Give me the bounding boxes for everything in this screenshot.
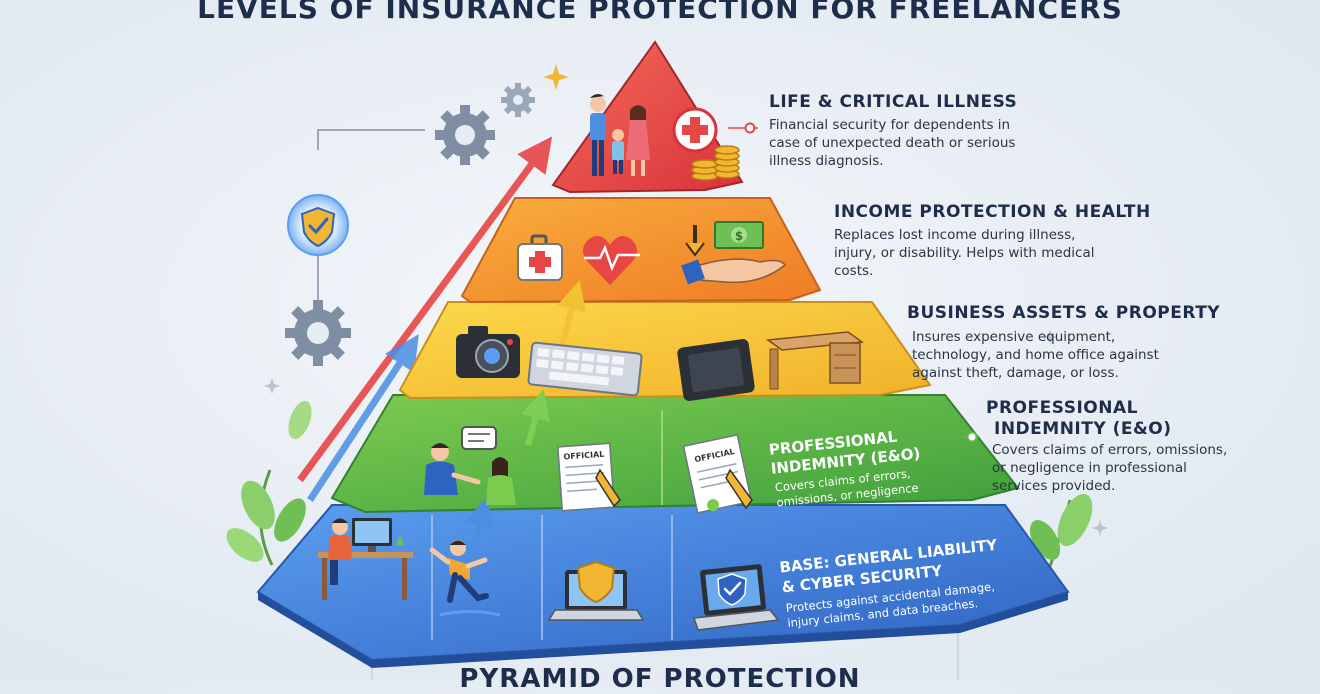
meeting-people-icon [424, 426, 516, 505]
tablet-icon [677, 339, 755, 401]
doc-label: OFFICIAL [563, 450, 604, 462]
first-aid-kit-icon [517, 234, 563, 281]
inner-arrows [465, 280, 587, 561]
gear-icon [501, 83, 535, 117]
level-2-title: INCOME PROTECTION & HEALTH [834, 202, 1151, 222]
insurance-pyramid-diagram: $ OFFICIAL [226, 40, 1108, 680]
level-4-description: Covers claims of errors, omissions, or n… [992, 442, 1228, 494]
laptop-check-icon [692, 564, 780, 631]
level-3-title: BUSINESS ASSETS & PROPERTY [907, 303, 1221, 323]
sparkle-icon [264, 330, 1108, 536]
medical-cross-icon [672, 107, 718, 153]
gear-icon [435, 105, 495, 165]
level-1-description: Financial security for dependents in cas… [769, 117, 1016, 169]
level-1-title: LIFE & CRITICAL ILLNESS [769, 92, 1018, 112]
family-icon [590, 94, 650, 176]
official-document-icon: OFFICIAL [557, 442, 621, 512]
gear-icon [285, 300, 351, 366]
side-connectors [728, 122, 980, 443]
falling-person-icon [429, 540, 501, 617]
shield-badge-icon [287, 194, 349, 256]
official-document-icon: OFFICIAL [682, 434, 753, 514]
left-decoration [226, 64, 1108, 581]
plant-left-icon [226, 400, 312, 566]
money-hand-icon: $ [681, 221, 787, 285]
keyboard-icon [527, 341, 643, 397]
freelancer-desk-icon [318, 518, 413, 600]
level-2-description: Replaces lost income during illness, inj… [834, 227, 1095, 279]
footer-title: PYRAMID OF PROTECTION [459, 664, 861, 694]
growth-arrows [297, 136, 553, 502]
level-4-title: PROFESSIONAL INDEMNITY (E&O) [986, 398, 1172, 439]
coins-icon [691, 145, 740, 181]
level-3-description: Insures expensive equipment, technology,… [912, 329, 1159, 381]
heartbeat-icon [583, 236, 640, 285]
page-title: LEVELS OF INSURANCE PROTECTION FOR FREEL… [197, 0, 1123, 25]
desk-icon [765, 331, 865, 390]
svg-text:$: $ [735, 229, 743, 243]
laptop-shield-icon [547, 560, 645, 621]
sparkle-icon [543, 64, 569, 90]
tier-income-protection [460, 197, 822, 304]
camera-icon [456, 326, 520, 378]
